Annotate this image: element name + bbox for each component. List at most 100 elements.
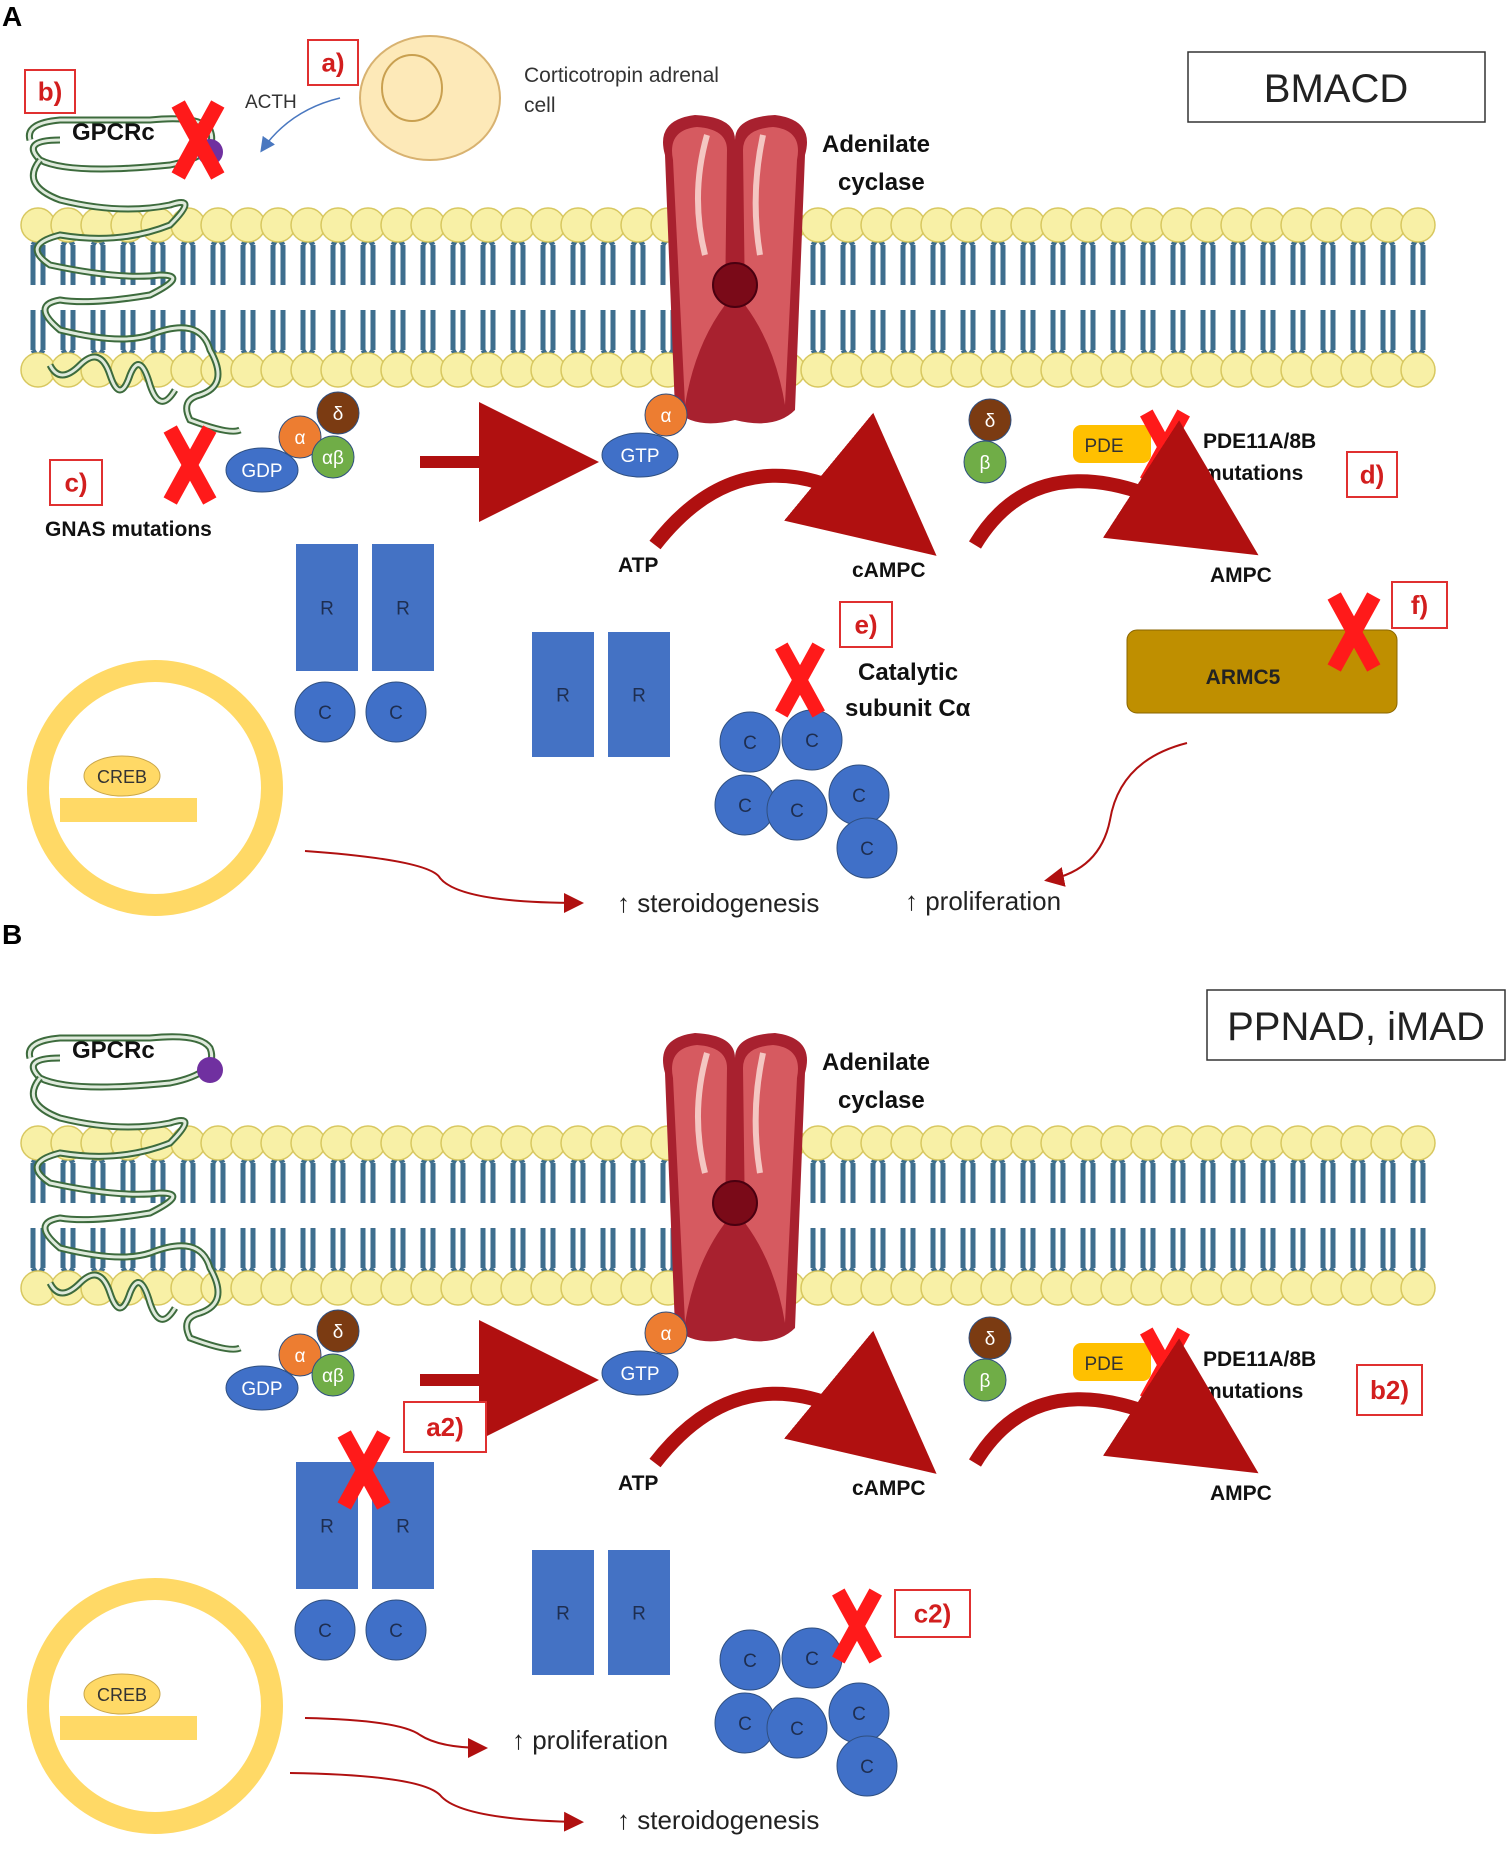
lipid-head — [530, 207, 566, 243]
lipid-head — [1070, 1125, 1106, 1161]
lipid-head — [860, 1270, 896, 1306]
lipid-tail — [210, 1155, 226, 1276]
catalytic-label: subunit Cα — [845, 695, 971, 722]
lipid-tail — [1260, 237, 1276, 358]
lipid-tail — [450, 1155, 466, 1276]
lipid-tail — [1050, 237, 1066, 358]
lipid-head — [980, 1125, 1016, 1161]
catalytic-subunit: C — [365, 1599, 427, 1661]
lipid-head — [440, 1125, 476, 1161]
lipid-tail — [240, 1155, 256, 1276]
pde-mutation-label: PDE11A/8B — [1203, 1348, 1316, 1371]
lipid-tail — [450, 237, 466, 358]
lipid-head — [440, 1270, 476, 1306]
lipid-tail — [330, 237, 346, 358]
catalytic-mutation-cross-icon — [832, 1588, 882, 1664]
lipid-head — [1310, 1270, 1346, 1306]
atp-to-camp-arrow — [649, 1330, 937, 1474]
gtp-bubble-label: GTP — [620, 446, 659, 467]
delta-subunit-label: δ — [985, 1329, 996, 1350]
lipid-head — [1400, 207, 1436, 243]
lipid-tail — [840, 1155, 856, 1276]
lipid-head — [920, 352, 956, 388]
gnas-label: GNAS mutations — [45, 518, 212, 541]
lipid-head — [170, 207, 206, 243]
lipid-tail — [300, 237, 316, 358]
lipid-head — [500, 207, 536, 243]
alpha-subunit-label: α — [295, 428, 306, 449]
pde-enzyme: PDE — [1073, 1343, 1151, 1381]
adenylate-label: cyclase — [838, 1087, 925, 1114]
lipid-head — [500, 1270, 536, 1306]
lipid-tail — [420, 1155, 436, 1276]
lipid-tail — [1080, 237, 1096, 358]
atp-label: ATP — [618, 554, 658, 577]
ampc-label: AMPC — [1210, 1482, 1272, 1505]
pde-mutation-label: mutations — [1203, 1380, 1303, 1403]
lipid-head — [830, 1125, 866, 1161]
lipid-head — [560, 1125, 596, 1161]
annotation-box-a2: a2) — [403, 1401, 487, 1453]
lipid-tail — [420, 237, 436, 358]
lipid-head — [1130, 1270, 1166, 1306]
lipid-tail — [270, 237, 286, 358]
lipid-head — [1220, 207, 1256, 243]
camp-label: cAMPC — [852, 559, 926, 582]
lipid-head — [590, 1270, 626, 1306]
gpcr-label: GPCRc — [72, 119, 155, 146]
adenylate-label: cyclase — [838, 169, 925, 196]
lipid-head — [620, 1125, 656, 1161]
adrenal-cell-label: Corticotropin adrenal — [524, 64, 719, 87]
adenylate-label: Adenilate — [822, 131, 930, 158]
lipid-head — [980, 1270, 1016, 1306]
lipid-head — [410, 1270, 446, 1306]
pde-enzyme: PDE — [1073, 425, 1151, 463]
lipid-head — [1370, 207, 1406, 243]
lipid-head — [1340, 352, 1376, 388]
annotation-box-b2: b2) — [1356, 1364, 1423, 1416]
regulatory-subunit — [296, 1462, 358, 1589]
lipid-head — [1130, 207, 1166, 243]
gtp-bubble: GTP — [601, 1350, 679, 1396]
regulatory-subunit — [372, 1462, 434, 1589]
free-catalytic-subunit: C — [836, 1735, 898, 1797]
lipid-tail — [1320, 1155, 1336, 1276]
lipid-tail — [1110, 237, 1126, 358]
annotation-box-c2: c2) — [894, 1589, 971, 1638]
lipid-head — [1130, 1125, 1166, 1161]
lipid-head — [1040, 1125, 1076, 1161]
lipid-head — [1010, 1125, 1046, 1161]
catalytic-subunit: C — [294, 1599, 356, 1661]
lipid-tail — [600, 1155, 616, 1276]
catalytic-subunit: C — [365, 681, 427, 743]
lipid-head — [320, 1270, 356, 1306]
catalytic-subunit-label: C — [389, 703, 403, 724]
ampc-label: AMPC — [1210, 564, 1272, 587]
delta-subunit: δ — [316, 1309, 360, 1353]
lipid-head — [1400, 1270, 1436, 1306]
lipid-tail — [1290, 1155, 1306, 1276]
annotation-box-d: d) — [1346, 451, 1398, 498]
alpha-subunit-label: α — [295, 1346, 306, 1367]
annotation-box-b-label: b) — [38, 77, 63, 107]
regulatory-subunit — [296, 544, 358, 671]
creb-protein: CREB — [83, 755, 161, 797]
lipid-head — [230, 207, 266, 243]
regulatory-mutation-cross-icon — [337, 1430, 391, 1510]
lipid-tail — [480, 1155, 496, 1276]
lipid-tail — [630, 1155, 646, 1276]
armc5-protein: ARMC5 — [1126, 629, 1398, 714]
lipid-head — [1250, 1125, 1286, 1161]
lipid-tail — [150, 1155, 166, 1276]
lipid-head — [1370, 352, 1406, 388]
lipid-head — [980, 207, 1016, 243]
beta-subunit-label: β — [980, 453, 991, 474]
beta-subunit: β — [963, 1358, 1007, 1402]
lipid-tail — [1200, 1155, 1216, 1276]
nucleus-to-steroidogenesis-arrow — [304, 850, 584, 913]
lipid-tail — [1320, 237, 1336, 358]
lipid-head — [320, 1125, 356, 1161]
free-catalytic-subunit: C — [828, 1682, 890, 1744]
